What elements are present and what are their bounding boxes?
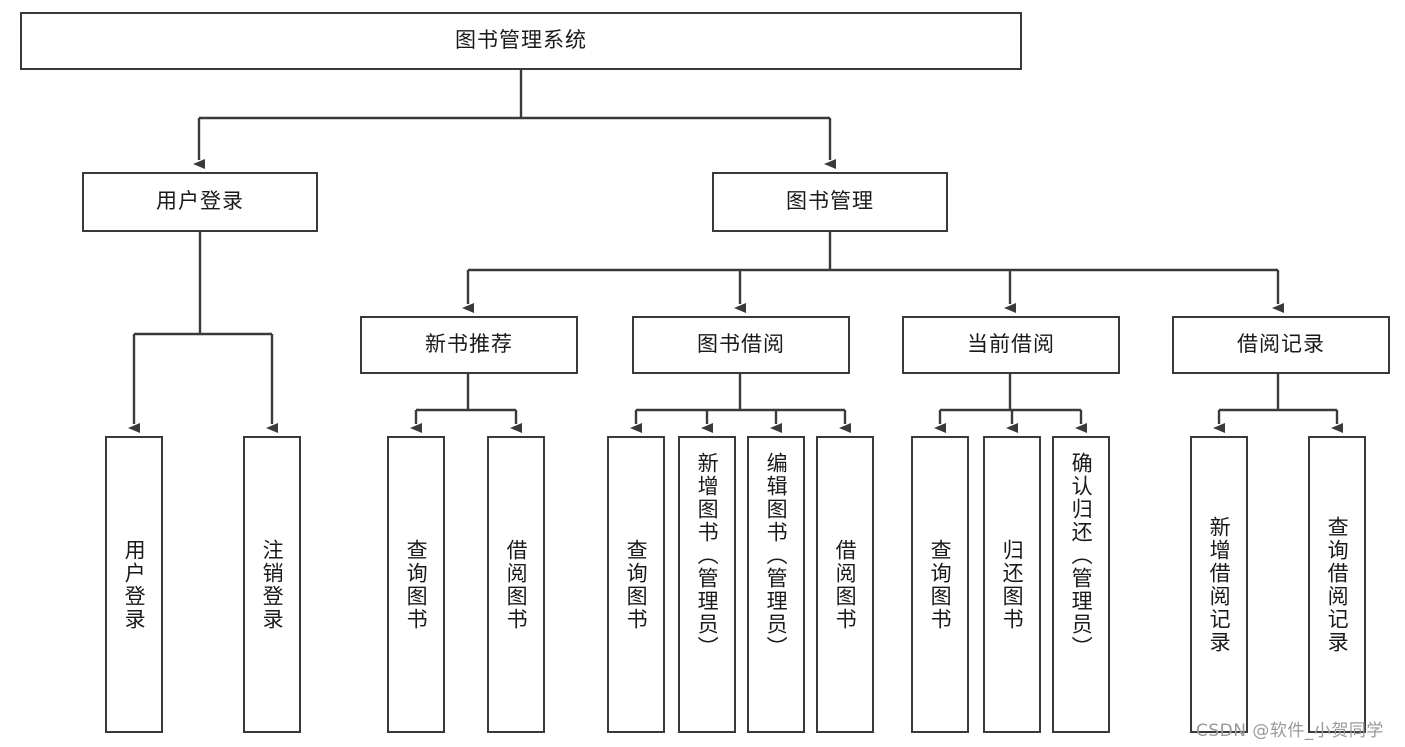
node-label: 图书管理系统 xyxy=(455,28,587,53)
node-label: 查询图书 xyxy=(624,538,649,631)
node-label: 新增借阅记录 xyxy=(1207,515,1232,654)
node-label: 确认归还（管理员） xyxy=(1069,452,1094,659)
node-label: 图书借阅 xyxy=(697,332,785,357)
node-label: 新增图书（管理员） xyxy=(695,452,720,659)
node-label: 查询图书 xyxy=(404,538,429,631)
csdn-watermark: CSDN @软件_小贺同学 xyxy=(1196,721,1384,741)
node-leaf-leaf-return-book: 归还图书 xyxy=(983,436,1041,733)
node-leaf-leaf-add-book-admin: 新增图书（管理员） xyxy=(678,436,736,733)
node-leaf-leaf-query-book-3: 查询图书 xyxy=(911,436,969,733)
node-leaf-leaf-user-login: 用户登录 xyxy=(105,436,163,733)
node-leaf-leaf-borrow-book-1: 借阅图书 xyxy=(487,436,545,733)
node-label: 查询借阅记录 xyxy=(1325,515,1350,654)
node-level3-book-borrow: 图书借阅 xyxy=(632,316,850,374)
node-leaf-leaf-add-borrow-record: 新增借阅记录 xyxy=(1190,436,1248,733)
node-level2-user-login: 用户登录 xyxy=(82,172,318,232)
node-label: 用户登录 xyxy=(122,538,147,631)
node-label: 归还图书 xyxy=(1000,538,1025,631)
node-label: 借阅记录 xyxy=(1237,332,1325,357)
node-level2-book-mgmt: 图书管理 xyxy=(712,172,948,232)
node-label: 注销登录 xyxy=(260,538,285,631)
node-label: 用户登录 xyxy=(156,189,244,214)
node-leaf-leaf-query-borrow-record: 查询借阅记录 xyxy=(1308,436,1366,733)
node-label: 新书推荐 xyxy=(425,332,513,357)
node-label: 图书管理 xyxy=(786,189,874,214)
node-leaf-leaf-borrow-book-2: 借阅图书 xyxy=(816,436,874,733)
node-label: 借阅图书 xyxy=(504,538,529,631)
node-label: 查询图书 xyxy=(928,538,953,631)
node-label: 当前借阅 xyxy=(967,332,1055,357)
node-leaf-leaf-confirm-return-admin: 确认归还（管理员） xyxy=(1052,436,1110,733)
node-leaf-leaf-query-book-2: 查询图书 xyxy=(607,436,665,733)
node-label: 借阅图书 xyxy=(833,538,858,631)
node-leaf-leaf-logout: 注销登录 xyxy=(243,436,301,733)
node-label: 编辑图书（管理员） xyxy=(764,452,789,659)
node-root-root: 图书管理系统 xyxy=(20,12,1022,70)
node-level3-current-borrow: 当前借阅 xyxy=(902,316,1120,374)
node-level3-new-book-rec: 新书推荐 xyxy=(360,316,578,374)
node-level3-borrow-record: 借阅记录 xyxy=(1172,316,1390,374)
node-leaf-leaf-edit-book-admin: 编辑图书（管理员） xyxy=(747,436,805,733)
node-leaf-leaf-query-book-1: 查询图书 xyxy=(387,436,445,733)
